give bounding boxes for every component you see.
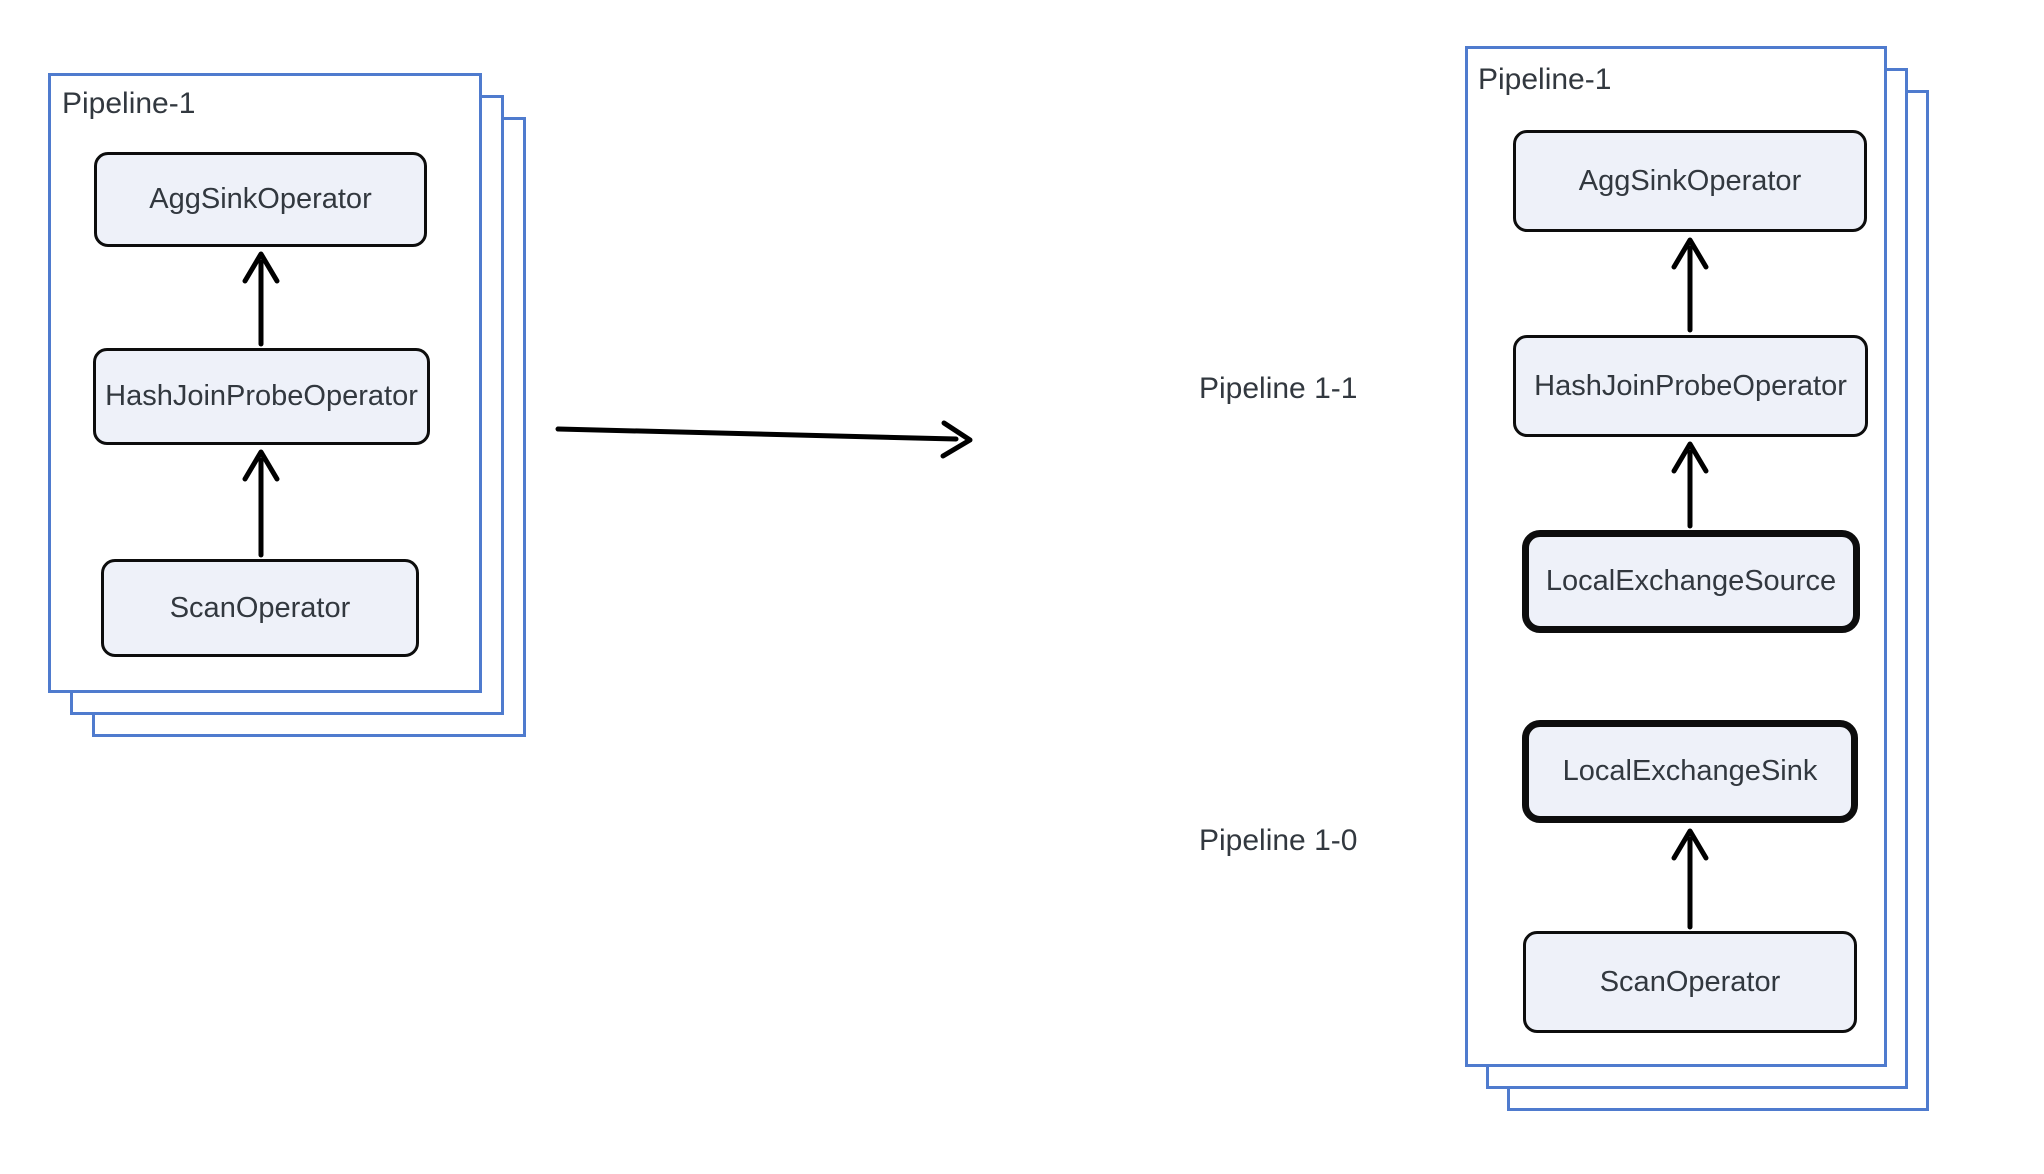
operator-aggsink-left: AggSinkOperator bbox=[94, 152, 427, 247]
operator-aggsink-right: AggSinkOperator bbox=[1513, 130, 1867, 232]
operator-scan-left: ScanOperator bbox=[101, 559, 419, 657]
right-pipeline-title: Pipeline-1 bbox=[1478, 63, 1612, 96]
operator-localexchangesink: LocalExchangeSink bbox=[1522, 720, 1858, 823]
transform-arrow-left-to-right bbox=[555, 420, 973, 459]
operator-localexchangesource: LocalExchangeSource bbox=[1522, 530, 1860, 633]
sub-pipeline-label-1-1: Pipeline 1-1 bbox=[1199, 372, 1358, 405]
sub-pipeline-label-1-0: Pipeline 1-0 bbox=[1199, 824, 1358, 857]
operator-hashjoinprobe-left: HashJoinProbeOperator bbox=[93, 348, 430, 445]
left-pipeline-title: Pipeline-1 bbox=[62, 87, 196, 120]
operator-hashjoinprobe-right: HashJoinProbeOperator bbox=[1513, 335, 1868, 437]
operator-scan-right: ScanOperator bbox=[1523, 931, 1857, 1033]
